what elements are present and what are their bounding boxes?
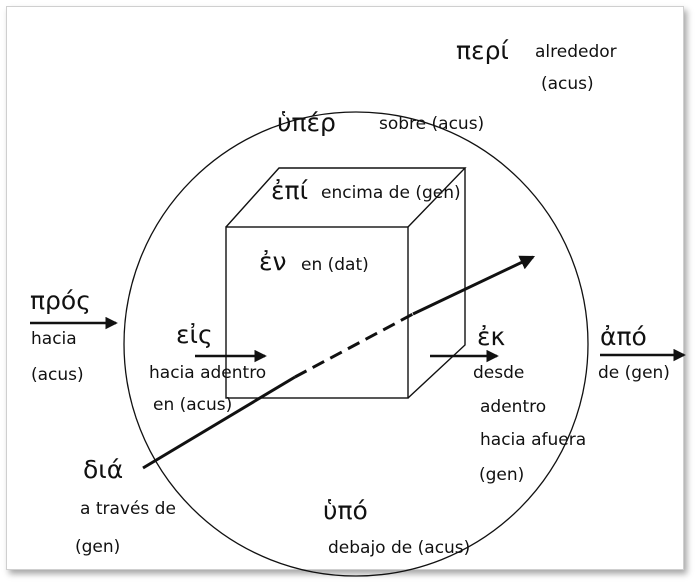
outer-circle: [123, 111, 589, 577]
hypo-greek: ὑπό: [323, 496, 368, 525]
apo-gloss: de (gen): [598, 363, 670, 383]
pros-gloss-line2: (acus): [31, 365, 84, 385]
epi-greek: ἐπί: [271, 176, 309, 205]
dia-arrow: [142, 255, 536, 470]
hypo-gloss: debajo de (acus): [328, 538, 471, 558]
dia-gloss-line2: (gen): [75, 537, 121, 557]
ek-greek: ἐκ: [477, 322, 506, 351]
ek-gloss-line4: (gen): [479, 465, 525, 485]
hyper-greek: ὑπέρ: [277, 108, 336, 137]
dia-gloss-line1: a través de: [80, 499, 176, 519]
eis-gloss-line1: hacia adentro: [149, 363, 267, 383]
cube-side-face: [407, 168, 466, 399]
ek-gloss-line1: desde: [473, 363, 525, 383]
peri-gloss-line2: (acus): [541, 74, 594, 94]
dia-greek: διά: [83, 455, 124, 484]
ek-gloss-line3: hacia afuera: [480, 430, 587, 450]
ek-gloss-line2: adentro: [480, 397, 547, 417]
hyper-gloss: sobre (acus): [379, 114, 485, 134]
eis-gloss-line2: en (acus): [153, 395, 233, 415]
cube: [225, 167, 467, 399]
diagram-frame: [6, 6, 684, 570]
en-greek: ἐν: [259, 247, 287, 276]
apo-greek: ἀπό: [600, 322, 647, 351]
peri-gloss-line1: alrededor: [535, 42, 617, 62]
pros-gloss-line1: hacia: [31, 329, 77, 349]
dia-arrow-tail: [142, 375, 296, 470]
cube-top-face: [225, 167, 467, 228]
dia-arrow-hidden-segment: [294, 312, 414, 379]
en-gloss: en (dat): [301, 255, 369, 275]
peri-greek: περί: [456, 36, 509, 65]
cube-front-face: [225, 226, 409, 399]
pros-greek: πρός: [30, 286, 91, 315]
eis-greek: εἰς: [176, 320, 213, 349]
dia-arrow-head: [412, 255, 536, 316]
epi-gloss: encima de (gen): [321, 183, 461, 203]
